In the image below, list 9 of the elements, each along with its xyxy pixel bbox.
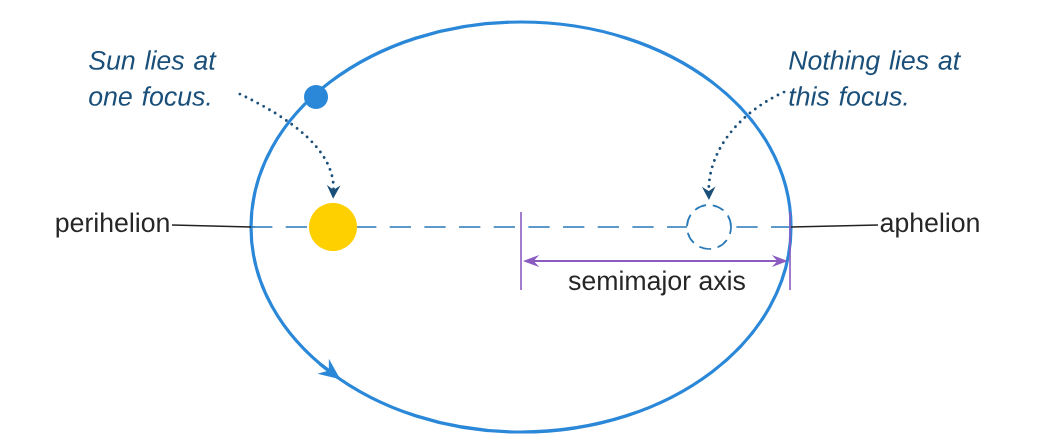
leader-line xyxy=(790,224,879,228)
point-label: aphelion xyxy=(880,212,979,238)
axis-label: semimajor axis xyxy=(568,270,745,296)
sun xyxy=(309,203,357,251)
point-label: perihelion xyxy=(56,212,169,238)
empty-focus-circle xyxy=(686,204,732,250)
callout-text: Sun lies at one focus. xyxy=(89,50,217,106)
leader-line xyxy=(171,224,252,228)
callout-text: Nothing lies at this focus. xyxy=(789,50,962,106)
